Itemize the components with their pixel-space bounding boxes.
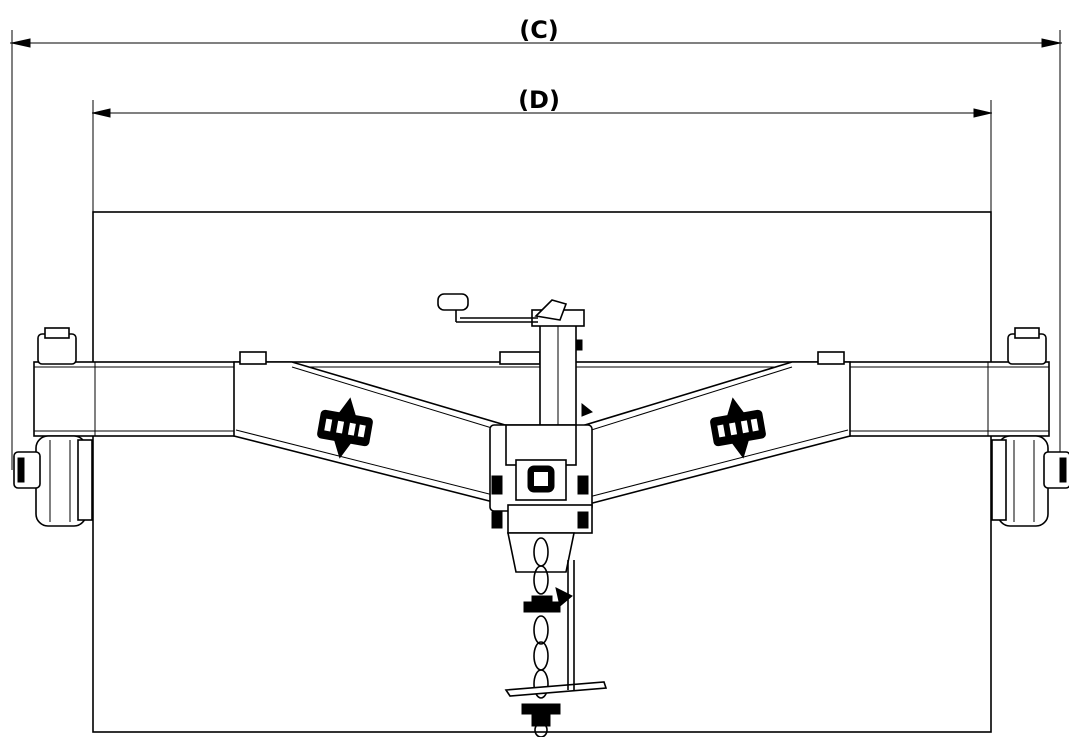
- wheel-hub-icon: [991, 327, 1069, 527]
- wheel-hub-icon: [13, 327, 93, 527]
- safety-chain-icon: [504, 537, 608, 737]
- tongue-jack-icon: [437, 293, 593, 433]
- dimension-c: (C): [10, 14, 1062, 470]
- hitch-coupler: [489, 424, 593, 573]
- dimension-d: (D): [92, 84, 992, 212]
- brand-logo-icon: [710, 397, 766, 459]
- dimension-c-label: (C): [519, 16, 559, 44]
- bracket-center: [499, 351, 541, 365]
- trailer-bed-outline: [92, 211, 992, 733]
- bracket-left: [239, 351, 267, 365]
- brand-logo-icon: [317, 397, 373, 459]
- bracket-right: [817, 351, 845, 365]
- dimension-d-label: (D): [518, 86, 560, 114]
